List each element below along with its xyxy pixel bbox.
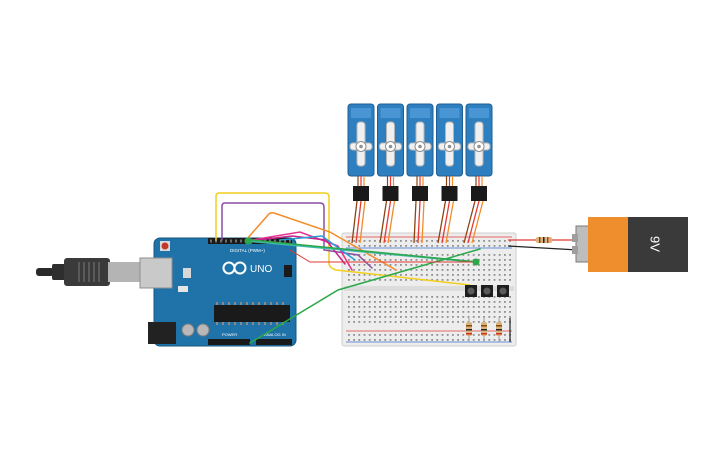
push-button-3[interactable] xyxy=(497,285,509,297)
usb-cable[interactable] xyxy=(36,258,142,286)
push-buttons xyxy=(465,285,509,297)
wires xyxy=(215,192,481,344)
analog-header-label: ANALOG IN xyxy=(264,332,286,337)
digital-header-left xyxy=(208,238,250,244)
wire-green-top[interactable] xyxy=(251,239,477,263)
battery-9v[interactable]: 9V xyxy=(572,217,688,272)
capacitor-2 xyxy=(196,323,210,337)
digital-header-label: DIGITAL (PWM~) xyxy=(230,248,265,253)
push-button-1[interactable] xyxy=(465,285,477,297)
battery-label: 9V xyxy=(648,236,663,252)
arduino-uno-board[interactable]: DIGITAL (PWM~) UNO POWER ANALOG IN xyxy=(139,237,297,347)
wire-orange[interactable] xyxy=(245,212,397,271)
icsp-header xyxy=(284,265,292,277)
reset-button[interactable] xyxy=(161,242,169,250)
power-header-label: POWER xyxy=(222,332,237,337)
wire-red-5v[interactable] xyxy=(289,249,477,263)
arduino-logo xyxy=(222,261,247,275)
wire-yellow[interactable] xyxy=(215,192,471,286)
servo-1[interactable] xyxy=(347,103,375,244)
power-header xyxy=(208,339,250,345)
servo-3[interactable] xyxy=(406,103,434,244)
power-jack xyxy=(148,322,176,344)
wire-cyan[interactable] xyxy=(279,235,356,261)
board-model-label: UNO xyxy=(250,264,272,275)
atmega-chip xyxy=(214,305,290,322)
capacitor-1 xyxy=(181,323,195,337)
servo-4[interactable] xyxy=(436,103,463,244)
resistor-3[interactable] xyxy=(496,318,502,342)
wire-green-gnd[interactable] xyxy=(249,248,481,344)
resistor-2[interactable] xyxy=(481,318,487,342)
crystal xyxy=(183,268,191,278)
resistor-1[interactable] xyxy=(466,318,472,342)
analog-header xyxy=(256,339,292,345)
servo-5[interactable] xyxy=(463,103,493,244)
usb-jack xyxy=(139,257,173,289)
battery-leads xyxy=(507,237,579,251)
push-button-2[interactable] xyxy=(481,285,493,297)
wire-magenta[interactable] xyxy=(257,235,346,265)
pull-down-resistors xyxy=(466,318,511,342)
battery-lead-negative[interactable] xyxy=(507,245,579,251)
wire-junction-1[interactable] xyxy=(244,237,252,245)
servo-2[interactable] xyxy=(377,103,404,244)
wire-purple[interactable] xyxy=(221,202,373,269)
wire-junction-2[interactable] xyxy=(472,258,480,266)
servo-group xyxy=(347,103,493,244)
series-resistor[interactable] xyxy=(536,237,552,243)
digital-header-right xyxy=(252,238,292,244)
